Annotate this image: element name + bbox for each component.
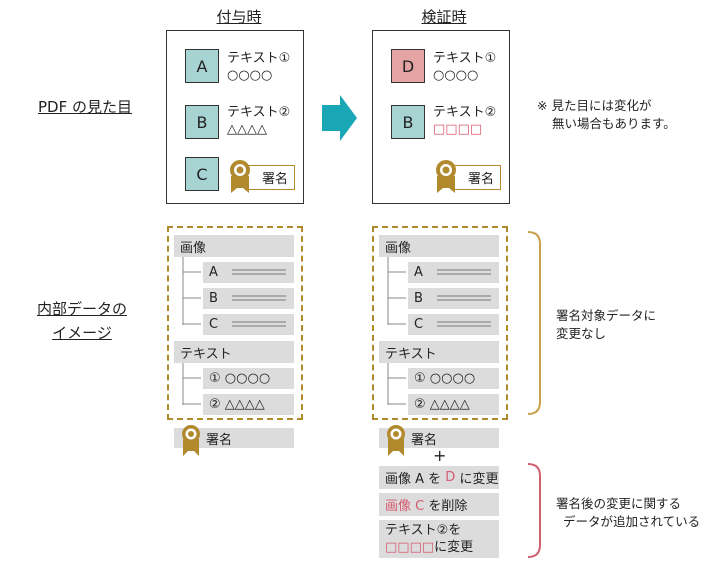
verification-image-item-b: B — [408, 288, 499, 309]
signing-image-item-a: A — [203, 262, 294, 283]
signing-pdf-page: A テキスト① ○○○○ B テキスト② △△△△ C 署名 — [166, 30, 304, 204]
verification-text1-value: ○○○○ — [433, 68, 479, 83]
appearance-note-line1: ※ 見た目には変化が — [537, 98, 652, 113]
note-unchanged-line2: 変更なし — [556, 326, 607, 341]
signing-text2-title: テキスト② — [227, 105, 291, 120]
change-image-a-to-d: 画像 A を D に変更 — [379, 466, 499, 489]
change1-prefix: 画像 A を — [385, 472, 446, 487]
change2-red: 画像 C — [385, 499, 425, 514]
verification-signature-label: 署名 — [451, 165, 502, 190]
signing-text-header: テキスト — [174, 341, 294, 363]
note-changes-line1: 署名後の変更に関する — [556, 496, 682, 511]
verification-text1-title: テキスト① — [433, 51, 497, 66]
signing-image-item-c: C — [203, 314, 294, 335]
signing-internal-signature: 署名 — [174, 428, 294, 448]
row-label-internal-line1: 内部データの — [36, 300, 127, 318]
verification-box-d: D — [391, 49, 425, 83]
verification-internal-signature: 署名 — [379, 428, 499, 448]
transition-arrow-icon — [322, 95, 357, 141]
header-signing: 付与時 — [216, 8, 262, 26]
signing-signed-data-region — [167, 226, 303, 420]
change2-suffix: を削除 — [424, 499, 468, 514]
row-label-internal-data: 内部データの イメージ — [22, 297, 142, 345]
row-label-internal-line2: イメージ — [52, 324, 112, 342]
note-unchanged-line1: 署名対象データに — [556, 308, 657, 323]
verification-text-header: テキスト — [379, 341, 499, 363]
verification-text-item-1: ① ○○○○ — [408, 368, 499, 389]
change1-suffix: に変更 — [455, 472, 499, 487]
note-unchanged: 署名対象データに 変更なし — [556, 307, 656, 343]
signing-box-a: A — [185, 49, 219, 83]
change1-red: D — [445, 470, 456, 485]
appearance-note-line2: 無い場合もあります。 — [552, 116, 676, 131]
signing-images-header: 画像 — [174, 235, 294, 257]
signing-text-item-2: ② △△△△ — [203, 394, 294, 415]
note-changes-line2: データが追加されている — [563, 514, 701, 529]
signing-text1-title: テキスト① — [227, 51, 291, 66]
signing-box-b: B — [185, 105, 219, 139]
signing-text2-value: △△△△ — [227, 122, 267, 137]
note-changes: 署名後の変更に関する データが追加されている — [556, 495, 700, 531]
verification-signed-data-region — [372, 226, 508, 420]
signing-image-item-b: B — [203, 288, 294, 309]
verification-text2-title: テキスト② — [433, 105, 497, 120]
header-verification: 検証時 — [421, 8, 467, 26]
change3-line1: テキスト②を — [385, 523, 462, 538]
verification-pdf-page: D テキスト① ○○○○ B テキスト② □□□□ 署名 — [372, 30, 510, 204]
change3-line2: □□□□に変更 — [385, 539, 473, 556]
row-label-pdf-appearance: PDF の見た目 — [38, 98, 132, 116]
signing-signature-label: 署名 — [245, 165, 296, 190]
verification-text-item-2: ② △△△△ — [408, 394, 499, 415]
change3-red: □□□□ — [385, 540, 435, 555]
verification-box-b: B — [391, 105, 425, 139]
verification-image-item-c: C — [408, 314, 499, 335]
verification-image-item-a: A — [408, 262, 499, 283]
verification-text2-value: □□□□ — [433, 122, 483, 137]
signing-text1-value: ○○○○ — [227, 68, 273, 83]
change3-suffix: に変更 — [434, 540, 474, 555]
signing-text-item-1: ① ○○○○ — [203, 368, 294, 389]
change-text2-modified: テキスト②を □□□□に変更 — [379, 520, 499, 558]
plus-sign: + — [433, 446, 447, 465]
unchanged-bracket — [527, 231, 541, 415]
changes-bracket — [527, 463, 541, 558]
verification-images-header: 画像 — [379, 235, 499, 257]
signing-box-c: C — [185, 157, 219, 191]
appearance-note: ※ 見た目には変化が 無い場合もあります。 — [537, 97, 676, 133]
change-delete-image-c: 画像 C を削除 — [379, 493, 499, 516]
